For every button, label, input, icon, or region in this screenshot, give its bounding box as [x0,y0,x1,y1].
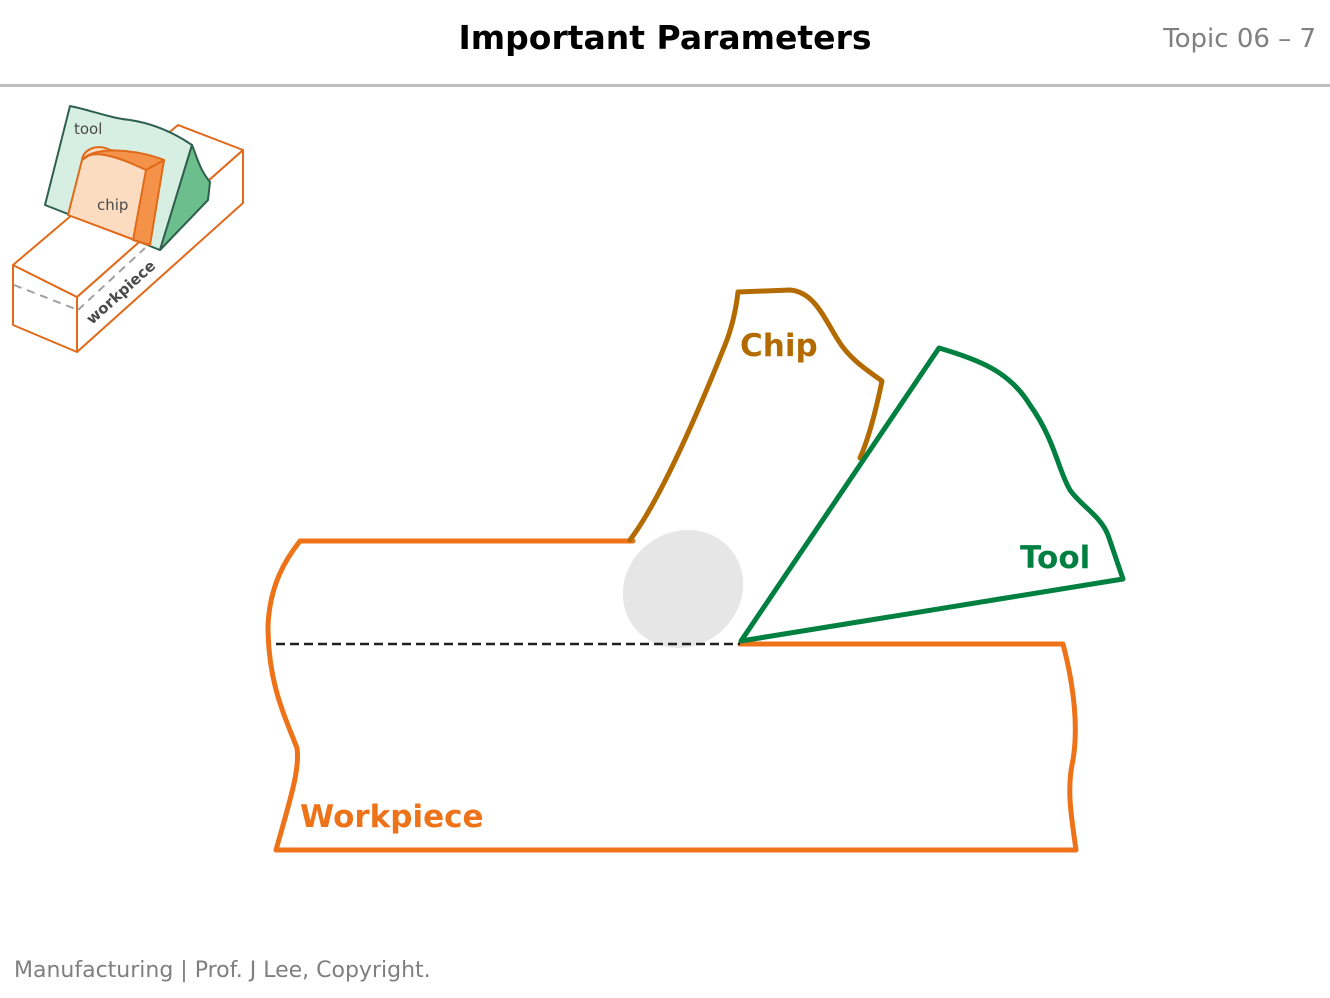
chip-label: Chip [740,328,818,364]
shear-zone-highlight [622,530,744,648]
header-divider [0,84,1330,87]
footer-copyright: Manufacturing | Prof. J Lee, Copyright. [14,958,431,983]
chip-outline [627,287,885,543]
thumbnail-chip-label: chip [97,196,128,214]
tool-label: Tool [1020,540,1090,576]
topic-number: Topic 06 – 7 [1163,24,1316,54]
workpiece-outline [265,538,1079,853]
workpiece-label: Workpiece [300,799,484,835]
tool-outline [738,345,1126,644]
thumbnail-chip [67,146,165,246]
thumbnail-tool-label: tool [74,120,102,138]
thumbnail-illustration: tool chip workpiece [12,105,244,353]
page-title: Important Parameters [458,18,872,57]
